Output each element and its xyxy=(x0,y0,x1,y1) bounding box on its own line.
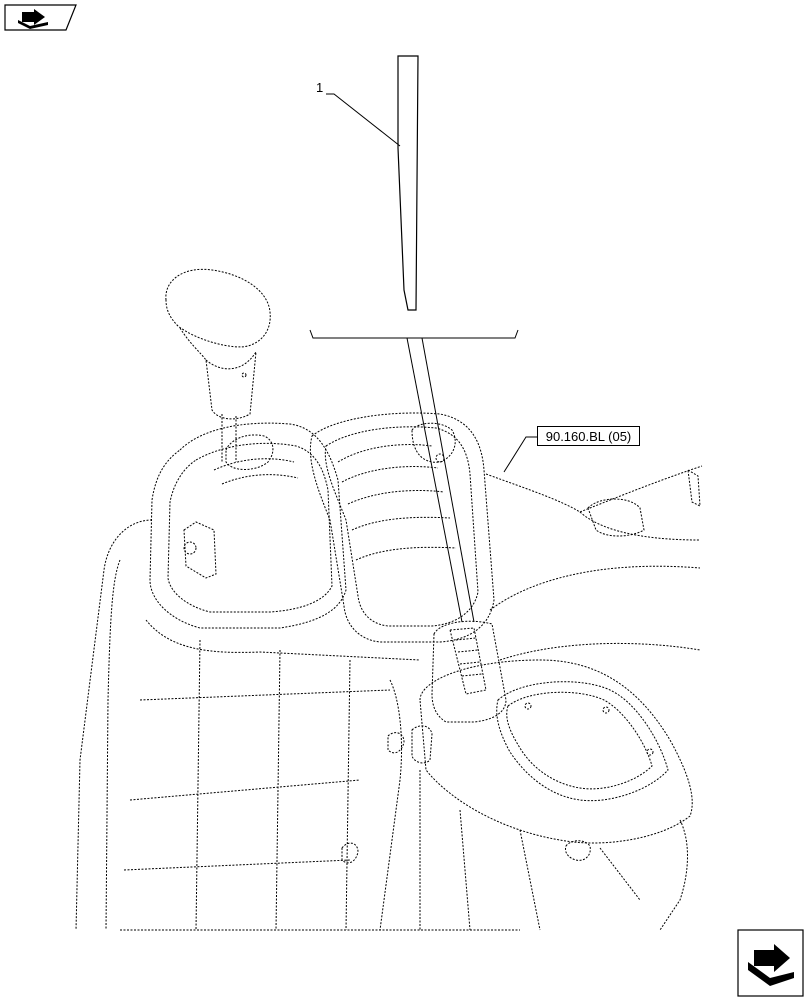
console-armrest xyxy=(411,659,693,861)
joystick-boot xyxy=(309,412,495,643)
rear-panel xyxy=(485,465,703,661)
leader-reference xyxy=(503,436,537,473)
shuttle-lever xyxy=(431,620,507,723)
continue-arrow-icon[interactable] xyxy=(737,929,804,997)
divider-bracket xyxy=(309,329,519,339)
gear-shift-knob xyxy=(165,268,271,462)
leader-lines-lever xyxy=(406,337,475,623)
decal-strip xyxy=(397,55,419,311)
gear-boot xyxy=(149,422,347,629)
cab-base-body xyxy=(75,519,688,931)
reference-label[interactable]: 90.160.BL (05) xyxy=(537,426,640,446)
leader-item-1 xyxy=(326,93,401,147)
item-number-1: 1 xyxy=(316,80,324,95)
book-arrow-icon[interactable] xyxy=(4,4,77,31)
